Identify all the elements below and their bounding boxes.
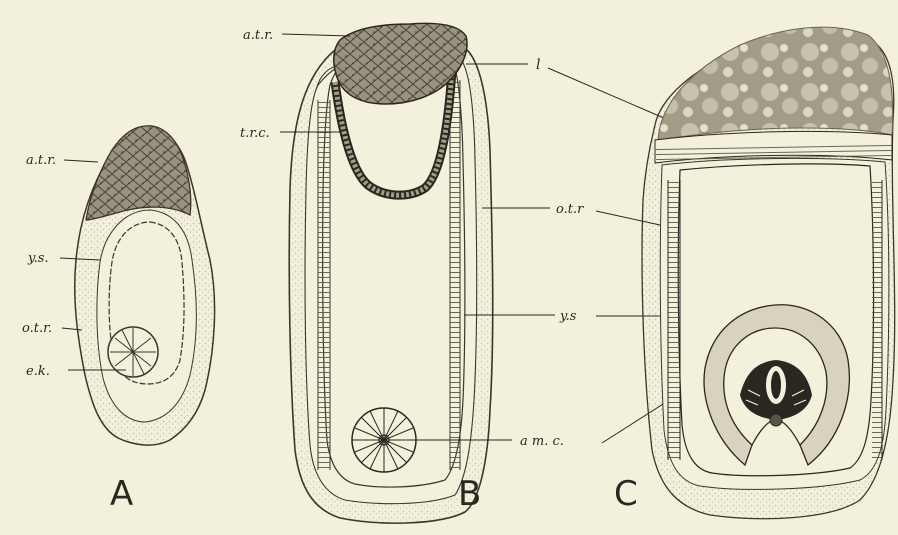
fig-b-label-atr: a.t.r. (243, 28, 273, 43)
fig-b-label-l: l (536, 57, 540, 73)
fig-b-label-otr: o.t.r (556, 202, 584, 217)
fig-a-label-ek: e.k. (26, 364, 50, 379)
figure-b: a.t.r. t.r.c. l o.t.r y.s a m. c. B (240, 23, 584, 523)
fig-b-letter: B (458, 474, 481, 514)
fig-a-label-atr: a.t.r. (26, 153, 56, 168)
fig-a-letter: A (110, 474, 133, 514)
fig-b-label-amc: a m. c. (520, 434, 564, 449)
figure-a: a.t.r. y.s. o.t.r. e.k. A (22, 126, 215, 514)
fig-c-cap (658, 27, 893, 140)
fig-b-label-trc: t.r.c. (240, 126, 270, 141)
figure-c: C (614, 27, 895, 519)
fig-a-label-ys: y.s. (27, 251, 49, 266)
fig-a-label-otr: o.t.r. (22, 321, 52, 336)
fig-c-letter: C (614, 474, 638, 514)
fig-b-label-ys: y.s (559, 309, 577, 324)
fig-a-cap (86, 126, 191, 220)
